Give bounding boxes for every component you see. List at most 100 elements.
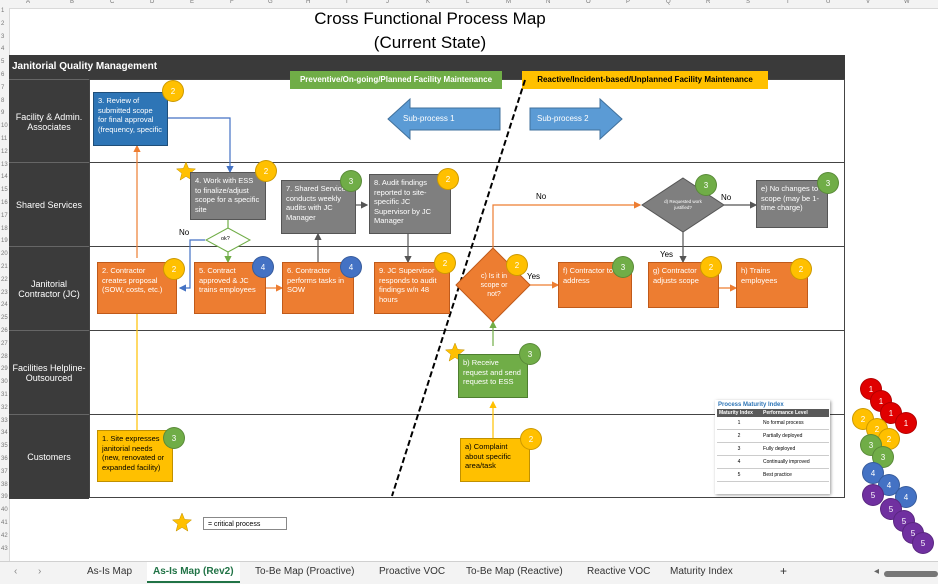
maturity-stack-badge[interactable]: 5 bbox=[862, 484, 884, 506]
row-number[interactable]: 5 bbox=[1, 59, 5, 66]
row-number[interactable]: 21 bbox=[1, 264, 8, 270]
lane-janitorial-contractor: Janitorial Contractor (JC) bbox=[9, 246, 89, 331]
add-sheet-button[interactable]: + bbox=[780, 564, 788, 578]
row-number[interactable]: 9 bbox=[1, 110, 5, 117]
row-number[interactable]: 38 bbox=[1, 481, 8, 488]
row-number[interactable]: 13 bbox=[1, 161, 8, 168]
column-letter[interactable]: P bbox=[626, 0, 631, 5]
column-header-strip: A B C D E F G H I J K L M N O P Q R S T … bbox=[0, 0, 938, 9]
prev-sheet-icon[interactable]: ‹ bbox=[14, 566, 18, 577]
step-a-complaint[interactable]: a) Complaint about specific area/task bbox=[460, 438, 530, 482]
row-number[interactable]: 26 bbox=[1, 328, 8, 334]
step-3-review[interactable]: 3. Review of submitted scope for final a… bbox=[93, 92, 168, 146]
column-letter[interactable]: M bbox=[506, 0, 511, 5]
tab-maturity-index[interactable]: Maturity Index bbox=[670, 566, 733, 577]
table-cell: 1 bbox=[717, 417, 761, 430]
column-letter[interactable]: Q bbox=[666, 0, 671, 5]
row-number[interactable]: 8 bbox=[1, 97, 5, 104]
row-number[interactable]: 20 bbox=[1, 251, 8, 258]
tab-proactive-voc[interactable]: Proactive VOC bbox=[379, 566, 446, 577]
column-letter[interactable]: O bbox=[586, 0, 591, 5]
column-letter[interactable]: I bbox=[346, 0, 348, 5]
column-letter[interactable]: R bbox=[706, 0, 711, 5]
row-number[interactable]: 41 bbox=[1, 520, 8, 526]
proactive-banner: Preventive/On-going/Planned Facility Mai… bbox=[290, 71, 502, 89]
maturity-stack-badge[interactable]: 1 bbox=[895, 412, 917, 434]
tab-to-be-map-proactive[interactable]: To-Be Map (Proactive) bbox=[255, 566, 355, 577]
row-number[interactable]: 7 bbox=[1, 84, 5, 91]
tab-as-is-map[interactable]: As-Is Map bbox=[87, 566, 133, 577]
column-letter[interactable]: H bbox=[306, 0, 311, 5]
column-letter[interactable]: V bbox=[866, 0, 871, 5]
tab-as-is-map-rev2[interactable]: As-Is Map (Rev2) bbox=[147, 562, 240, 583]
row-number[interactable]: 42 bbox=[1, 532, 8, 539]
row-number[interactable]: 24 bbox=[1, 302, 8, 309]
tab-to-be-map-reactive[interactable]: To-Be Map (Reactive) bbox=[466, 566, 563, 577]
row-number[interactable]: 43 bbox=[1, 545, 8, 552]
row-number[interactable]: 29 bbox=[1, 366, 8, 373]
horizontal-scrollbar[interactable] bbox=[884, 571, 938, 577]
table-cell: Partially deployed bbox=[761, 429, 829, 443]
row-number[interactable]: 14 bbox=[1, 174, 8, 181]
column-letter[interactable]: S bbox=[746, 0, 751, 5]
column-letter[interactable]: F bbox=[230, 0, 234, 5]
column-letter[interactable]: D bbox=[150, 0, 155, 5]
row-number[interactable]: 37 bbox=[1, 468, 8, 475]
column-letter[interactable]: U bbox=[826, 0, 831, 5]
row-number[interactable]: 16 bbox=[1, 200, 8, 206]
maturity-stack-badge[interactable]: 5 bbox=[912, 532, 934, 554]
row-number[interactable]: 6 bbox=[1, 72, 5, 78]
step-1-site-needs[interactable]: 1. Site expresses janitorial needs (new,… bbox=[97, 430, 173, 482]
row-number[interactable]: 39 bbox=[1, 494, 8, 501]
row-number[interactable]: 25 bbox=[1, 315, 8, 322]
row-number[interactable]: 10 bbox=[1, 123, 8, 130]
row-number[interactable]: 2 bbox=[1, 20, 5, 27]
column-letter[interactable]: L bbox=[466, 0, 470, 5]
column-letter[interactable]: W bbox=[904, 0, 910, 5]
sheet-tabs-bar: ‹ › As-Is Map As-Is Map (Rev2) To-Be Map… bbox=[0, 561, 938, 584]
column-letter[interactable]: K bbox=[426, 0, 431, 5]
step-b-receive-request[interactable]: b) Receive request and send request to E… bbox=[458, 354, 528, 398]
row-number[interactable]: 32 bbox=[1, 404, 8, 411]
column-letter[interactable]: E bbox=[190, 0, 195, 5]
row-number[interactable]: 23 bbox=[1, 289, 8, 296]
table-cell: Fully deployed bbox=[761, 442, 829, 456]
row-number[interactable]: 34 bbox=[1, 430, 8, 437]
step-6-perform-tasks[interactable]: 6. Contractor performs tasks in SOW bbox=[282, 262, 354, 314]
column-letter[interactable]: J bbox=[386, 0, 389, 5]
row-number[interactable]: 15 bbox=[1, 187, 8, 194]
step-h-train-employees[interactable]: h) Trains employees bbox=[736, 262, 808, 308]
justified-decision-label: d) Requested work justified? bbox=[664, 199, 702, 210]
row-number[interactable]: 17 bbox=[1, 212, 8, 219]
row-number[interactable]: 11 bbox=[1, 136, 8, 142]
scroll-left-icon[interactable]: ◂ bbox=[874, 566, 880, 577]
row-number[interactable]: 27 bbox=[1, 340, 8, 347]
row-number[interactable]: 40 bbox=[1, 507, 8, 514]
row-number[interactable]: 4 bbox=[1, 46, 5, 53]
row-number[interactable]: 22 bbox=[1, 276, 8, 283]
no-label: No bbox=[536, 192, 547, 201]
row-number[interactable]: 1 bbox=[1, 8, 5, 14]
tab-reactive-voc[interactable]: Reactive VOC bbox=[587, 566, 651, 577]
row-number[interactable]: 3 bbox=[1, 33, 5, 40]
row-number[interactable]: 18 bbox=[1, 225, 8, 232]
column-letter[interactable]: B bbox=[70, 0, 75, 5]
maturity-index-table[interactable]: Process Maturity Index Maturity Index Pe… bbox=[715, 400, 830, 494]
step-4-work-with-ess[interactable]: 4. Work with ESS to finalize/adjust scop… bbox=[190, 172, 266, 220]
row-number[interactable]: 36 bbox=[1, 456, 8, 462]
row-number[interactable]: 35 bbox=[1, 443, 8, 450]
maturity-badge: 2 bbox=[255, 160, 277, 182]
column-letter[interactable]: A bbox=[26, 0, 31, 5]
next-sheet-icon[interactable]: › bbox=[38, 566, 42, 577]
row-number[interactable]: 33 bbox=[1, 417, 8, 424]
row-number[interactable]: 28 bbox=[1, 353, 8, 360]
row-number[interactable]: 12 bbox=[1, 148, 8, 155]
column-letter[interactable]: G bbox=[268, 0, 273, 5]
column-letter[interactable]: T bbox=[786, 0, 790, 5]
column-letter[interactable]: N bbox=[546, 0, 551, 5]
row-number[interactable]: 30 bbox=[1, 379, 8, 386]
row-number[interactable]: 31 bbox=[1, 392, 8, 398]
step-e-no-changes[interactable]: e) No changes to scope (may be 1-time ch… bbox=[756, 180, 828, 228]
column-letter[interactable]: C bbox=[110, 0, 115, 5]
row-number[interactable]: 19 bbox=[1, 238, 8, 245]
